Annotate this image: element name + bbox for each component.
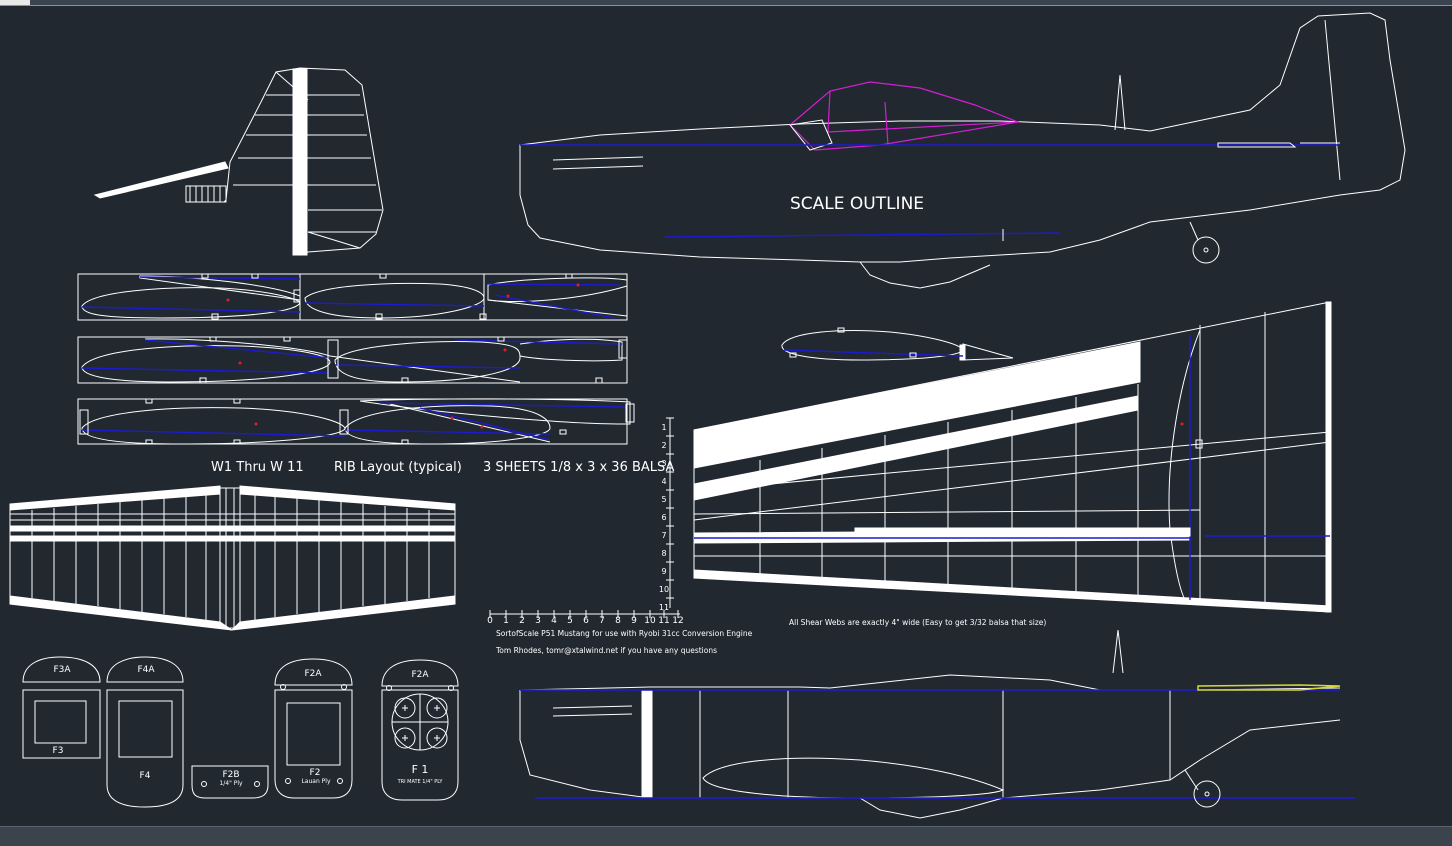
label-f1: F 1 <box>412 763 429 776</box>
ruler-h-label: 10 <box>644 616 656 626</box>
former-f4: F4A F4 <box>106 656 184 808</box>
label-f2a-right: F2A <box>411 670 429 680</box>
wing-panel-plan <box>693 301 1332 613</box>
status-bar <box>0 826 1452 846</box>
label-f2: F2 <box>310 768 321 778</box>
scale-outline-fuselage: SCALE OUTLINE <box>519 12 1406 289</box>
rib-sheet-2 <box>77 336 628 384</box>
ruler-h-label: 2 <box>519 616 525 626</box>
scale-outline-label: SCALE OUTLINE <box>790 194 924 214</box>
ruler-v-label: 5 <box>661 495 666 504</box>
ruler-h-label: 7 <box>599 616 605 626</box>
leading-edge-sheeting <box>693 341 1141 469</box>
ruler-h-label: 11 <box>658 616 669 626</box>
airfoil-section <box>781 327 1014 361</box>
tail-wheel-bottom <box>1193 780 1221 808</box>
model-space-drawing[interactable]: SCALE OUTLINE <box>0 6 1452 826</box>
rib-sheet-1 <box>77 273 628 321</box>
ruler-v-label: 9 <box>661 567 666 576</box>
rib-layout-sheets <box>77 273 635 445</box>
former-f2b: F2B 1/4" Ply <box>191 765 269 799</box>
label-f3a: F3A <box>53 665 71 675</box>
label-f3: F3 <box>53 746 64 756</box>
ruler-v-label: 10 <box>659 585 669 594</box>
label-f1-note: TRI MATE 1/4" PLY <box>397 779 444 785</box>
ruler-h-label: 4 <box>551 616 557 626</box>
ruler-v-label: 2 <box>661 441 666 450</box>
former-f2: F2A F2 Lauan Ply <box>274 658 353 799</box>
label-f2b: F2B <box>222 770 239 780</box>
former-f3: F3A F3 <box>22 656 101 759</box>
label-f2a-left: F2A <box>304 669 322 679</box>
ruler-h-label: 0 <box>487 616 493 626</box>
drawing-tab[interactable] <box>0 0 30 5</box>
tail-wheel <box>1192 236 1220 264</box>
canopy-outline <box>789 81 1021 151</box>
ruler-h-label: 5 <box>567 616 573 626</box>
label-f2b-note: 1/4" Ply <box>219 780 243 787</box>
label-f4: F4 <box>140 771 151 781</box>
top-toolbar-strip <box>0 0 1452 6</box>
firewall <box>641 689 653 799</box>
rib-caption-part1: W1 Thru W 11 <box>211 460 304 475</box>
note-engine: SortofScale P51 Mustang for use with Ryo… <box>496 629 753 638</box>
ruler-v-label: 3 <box>661 459 666 468</box>
ruler-h-label: 12 <box>672 616 683 626</box>
ruler-h-label: 9 <box>631 616 637 626</box>
label-f4a: F4A <box>137 665 155 675</box>
rib-caption-part3: 3 SHEETS 1/8 x 3 x 36 BALSA <box>483 460 675 475</box>
label-f2-note: Lauan Ply <box>301 778 330 785</box>
tail-fillet <box>93 161 229 199</box>
wing-root-section <box>702 757 1005 799</box>
note-shear-webs: All Shear Webs are exactly 4" wide (Easy… <box>789 618 1046 627</box>
scale-ruler-vertical: 1 2 3 4 5 6 7 8 9 10 11 <box>659 417 674 612</box>
stabilizer-highlight <box>1197 684 1341 691</box>
note-contact: Tom Rhodes, tomr@xtalwind.net if you hav… <box>495 646 717 655</box>
ruler-h-label: 6 <box>583 616 589 626</box>
ruler-h-label: 3 <box>535 616 541 626</box>
ruler-v-label: 1 <box>661 423 666 432</box>
former-f1: F2A F 1 TRI MATE 1/4" PLY <box>381 659 459 801</box>
ruler-v-label: 8 <box>661 549 666 558</box>
vertical-tail-view <box>93 67 384 256</box>
ruler-v-label: 6 <box>661 513 666 522</box>
ruler-v-label: 7 <box>661 531 666 540</box>
fuselage-construction-view <box>519 629 1355 819</box>
wing-plan-view <box>9 485 456 631</box>
ruler-h-label: 1 <box>503 616 509 626</box>
rib-caption-part2: RIB Layout (typical) <box>334 460 462 475</box>
ruler-h-label: 8 <box>615 616 621 626</box>
ruler-v-label: 4 <box>661 477 666 486</box>
ruler-v-label: 11 <box>659 603 669 612</box>
